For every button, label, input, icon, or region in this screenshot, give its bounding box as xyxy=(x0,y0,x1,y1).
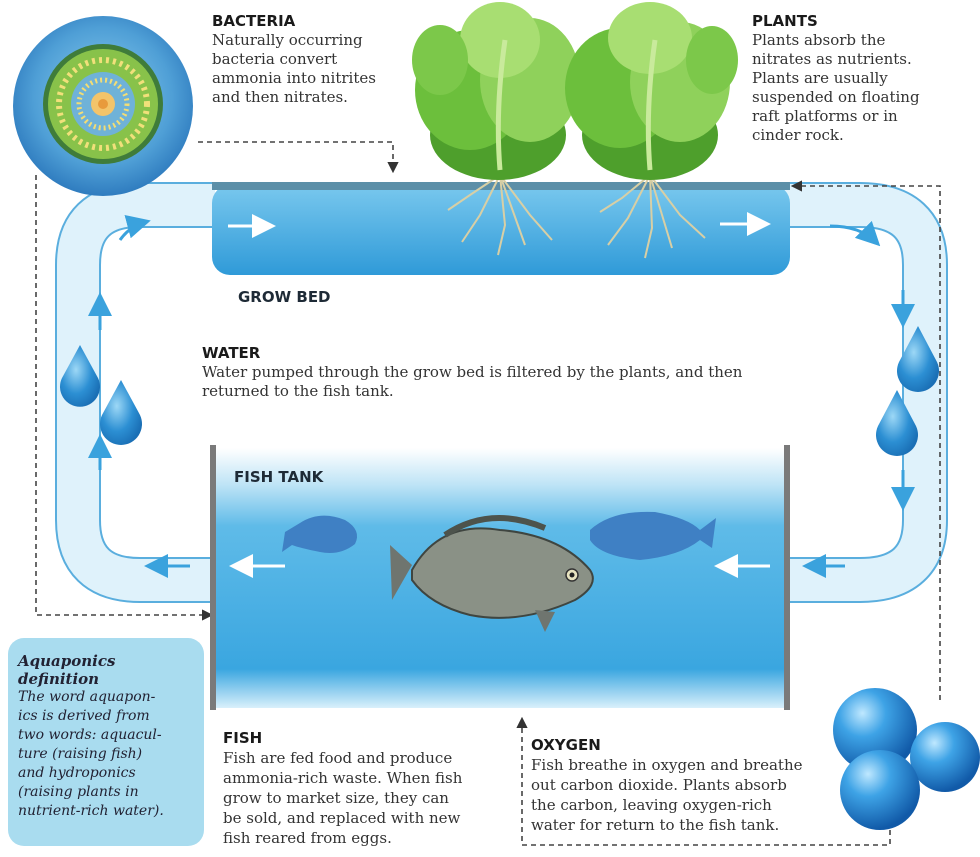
bacteria-text-line: bacteria convert xyxy=(212,50,422,69)
fish-text-line: ammonia-rich waste. When fish xyxy=(223,768,503,788)
plants-text-line: suspended on floating xyxy=(752,88,974,107)
water-heading: WATER xyxy=(202,344,842,363)
plants-caption: PLANTS Plants absorb the nitrates as nut… xyxy=(752,12,974,145)
plants-heading: PLANTS xyxy=(752,12,974,31)
fish-tank-label: FISH TANK xyxy=(234,468,323,486)
bacteria-illustration xyxy=(13,16,193,196)
oxygen-text-line: the carbon, leaving oxygen-rich xyxy=(531,795,851,815)
bacteria-caption: BACTERIA Naturally occurring bacteria co… xyxy=(212,12,422,107)
definition-text-line: ics is derived from xyxy=(18,707,194,726)
fish-text-line: fish reared from eggs. xyxy=(223,828,503,848)
lettuce-plants xyxy=(412,2,738,180)
water-caption: WATER Water pumped through the grow bed … xyxy=(202,344,842,401)
oxygen-bubbles xyxy=(833,688,980,830)
water-text-line: returned to the fish tank. xyxy=(202,382,842,401)
bacteria-heading: BACTERIA xyxy=(212,12,422,31)
definition-text-line: (raising plants in xyxy=(18,783,194,802)
oxygen-caption: OXYGEN Fish breathe in oxygen and breath… xyxy=(531,735,851,835)
oxygen-text-line: Fish breathe in oxygen and breathe xyxy=(531,755,851,775)
definition-text-line: ture (raising fish) xyxy=(18,745,194,764)
definition-text-line: and hydroponics xyxy=(18,764,194,783)
definition-text-line: The word aquapon- xyxy=(18,688,194,707)
plants-text-line: raft platforms or in xyxy=(752,107,974,126)
definition-text-line: nutrient-rich water). xyxy=(18,802,194,821)
definition-box: Aquaponics definition The word aquapon- … xyxy=(8,638,204,846)
definition-text-line: two words: aquacul- xyxy=(18,726,194,745)
fish-heading: FISH xyxy=(223,728,503,748)
water-text-line: Water pumped through the grow bed is fil… xyxy=(202,363,842,382)
fish-text-line: Fish are fed food and produce xyxy=(223,748,503,768)
oxygen-text-line: water for return to the fish tank. xyxy=(531,815,851,835)
plants-text-line: Plants absorb the xyxy=(752,31,974,50)
fish-text-line: be sold, and replaced with new xyxy=(223,808,503,828)
oxygen-text-line: out carbon dioxide. Plants absorb xyxy=(531,775,851,795)
definition-title-line: definition xyxy=(18,670,194,688)
plants-text-line: Plants are usually xyxy=(752,69,974,88)
plants-text-line: cinder rock. xyxy=(752,126,974,145)
bacteria-text-line: ammonia into nitrites xyxy=(212,69,422,88)
oxygen-heading: OXYGEN xyxy=(531,735,851,755)
grow-bed-label: GROW BED xyxy=(238,288,331,306)
fish-text-line: grow to market size, they can xyxy=(223,788,503,808)
definition-title-line: Aquaponics xyxy=(18,652,194,670)
grow-bed xyxy=(212,182,790,275)
bacteria-text-line: and then nitrates. xyxy=(212,88,422,107)
fish-caption: FISH Fish are fed food and produce ammon… xyxy=(223,728,503,848)
bacteria-text-line: Naturally occurring xyxy=(212,31,422,50)
plants-text-line: nitrates as nutrients. xyxy=(752,50,974,69)
